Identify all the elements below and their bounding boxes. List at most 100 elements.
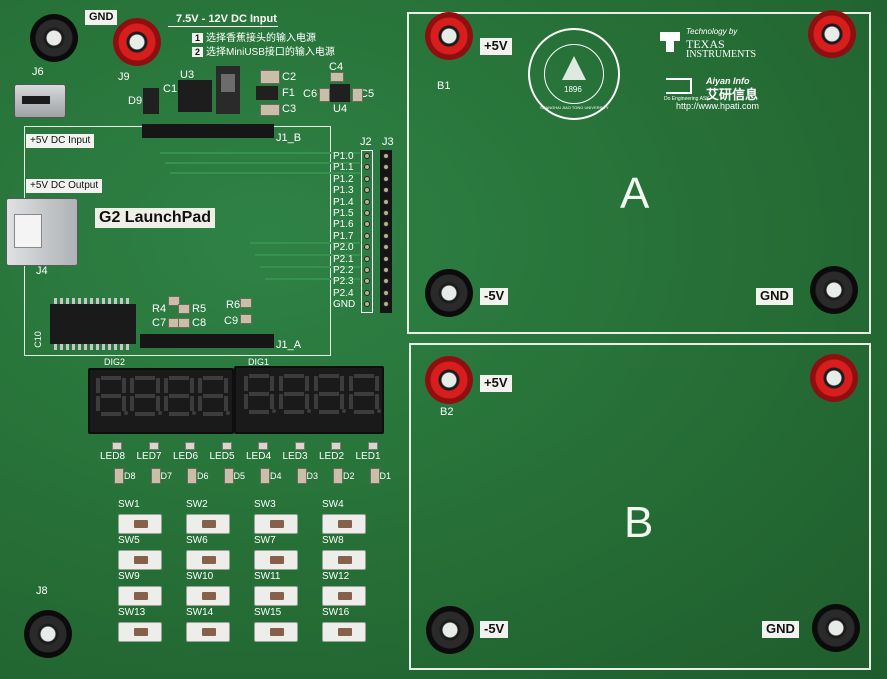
zone-a-plus5-post[interactable] xyxy=(425,12,473,60)
push-button-sw10[interactable] xyxy=(186,586,230,606)
j2-pin-13[interactable] xyxy=(364,301,370,308)
j1a-header[interactable] xyxy=(140,334,274,348)
segment xyxy=(101,412,121,416)
push-button-sw13[interactable] xyxy=(118,622,162,642)
push-button-sw16[interactable] xyxy=(322,622,366,642)
push-button-sw9[interactable] xyxy=(118,586,162,606)
j3-header[interactable] xyxy=(380,150,392,313)
segment xyxy=(319,410,339,414)
gnd-top-post[interactable] xyxy=(30,14,78,62)
zone-b-plus5-post[interactable] xyxy=(425,356,473,404)
j3-pin-2[interactable] xyxy=(383,175,389,182)
j2-pin-9[interactable] xyxy=(364,255,370,262)
u3-regulator xyxy=(178,80,212,112)
j2-pin-0[interactable] xyxy=(364,153,370,159)
push-button-sw8[interactable] xyxy=(322,550,366,570)
segment xyxy=(203,376,223,380)
switch-label-7: SW7 xyxy=(254,535,276,546)
segment xyxy=(96,378,100,393)
zone-b-minus5-post[interactable] xyxy=(426,606,474,654)
j2-pin-8[interactable] xyxy=(364,244,370,251)
zone-b-plus5-label: +5V xyxy=(480,375,512,392)
push-button-sw4[interactable] xyxy=(322,514,366,534)
c10-label: C10 xyxy=(32,331,43,348)
trace-6 xyxy=(260,266,360,268)
j2-header[interactable] xyxy=(361,150,373,313)
j2-pin-4[interactable] xyxy=(364,198,370,205)
pin-label-9: P2.1 xyxy=(333,253,354,265)
j8-post[interactable] xyxy=(24,610,72,658)
push-button-sw7[interactable] xyxy=(254,550,298,570)
push-button-sw1[interactable] xyxy=(118,514,162,534)
push-button-knob xyxy=(134,556,148,564)
j2-pin-2[interactable] xyxy=(364,175,370,182)
decimal-point xyxy=(192,411,196,415)
j3-pin-7[interactable] xyxy=(383,232,389,239)
segment xyxy=(340,394,344,409)
decimal-point xyxy=(124,411,128,415)
j3-pin-3[interactable] xyxy=(383,187,389,194)
sjtu-logo-inner-ring xyxy=(544,44,604,104)
switch-label-1: SW1 xyxy=(118,499,140,510)
dc-input-post[interactable] xyxy=(113,18,161,66)
push-button-sw11[interactable] xyxy=(254,586,298,606)
j3-pin-4[interactable] xyxy=(383,198,389,205)
zone-a-gnd-post[interactable] xyxy=(810,266,858,314)
push-button-sw3[interactable] xyxy=(254,514,298,534)
j2-pin-3[interactable] xyxy=(364,187,370,194)
j3-pin-13[interactable] xyxy=(383,301,389,308)
j3-pin-6[interactable] xyxy=(383,221,389,228)
j1b-header[interactable] xyxy=(142,124,274,138)
j2-pin-1[interactable] xyxy=(364,164,370,171)
push-button-sw5[interactable] xyxy=(118,550,162,570)
zone-b-gnd-post[interactable] xyxy=(812,604,860,652)
j3-pin-5[interactable] xyxy=(383,210,389,216)
j3-pin-0[interactable] xyxy=(383,153,389,159)
segment xyxy=(319,392,339,396)
j3-pin-11[interactable] xyxy=(383,278,389,285)
j2-pin-5[interactable] xyxy=(364,210,370,216)
j3-pin-9[interactable] xyxy=(383,255,389,262)
segment xyxy=(169,412,189,416)
push-button-knob xyxy=(270,520,284,528)
push-button-sw12[interactable] xyxy=(322,586,366,606)
j3-pin-8[interactable] xyxy=(383,244,389,251)
j2-pin-10[interactable] xyxy=(364,267,370,273)
r4-label: R4 xyxy=(152,303,167,315)
led-label-6: LED6 xyxy=(173,451,199,462)
segment xyxy=(198,378,202,393)
led-1 xyxy=(367,442,378,450)
segment xyxy=(270,394,274,409)
zone-b-red-right-post[interactable] xyxy=(810,354,858,402)
j2-pin-6[interactable] xyxy=(364,221,370,228)
pin-label-13: GND xyxy=(333,299,356,311)
segment xyxy=(164,378,168,393)
segment xyxy=(203,412,223,416)
u4-label: U4 xyxy=(333,103,348,115)
switch-label-6: SW6 xyxy=(186,535,208,546)
decimal-point xyxy=(377,409,381,413)
zone-a-minus5-label: -5V xyxy=(480,288,509,305)
seven-seg-digit-1 xyxy=(130,376,162,416)
segment xyxy=(224,378,228,393)
diode-6 xyxy=(187,468,197,484)
zone-a-minus5-post[interactable] xyxy=(425,269,473,317)
switch-label-8: SW8 xyxy=(322,535,344,546)
push-button-sw2[interactable] xyxy=(186,514,230,534)
led-label-4: LED4 xyxy=(246,451,272,462)
j2-pin-11[interactable] xyxy=(364,278,370,285)
switch-label-11: SW11 xyxy=(254,571,281,582)
j3-pin-1[interactable] xyxy=(383,164,389,171)
zone-a-red-right-post[interactable] xyxy=(808,10,856,58)
j3-pin-12[interactable] xyxy=(383,289,389,296)
c5-part xyxy=(352,88,363,102)
j2-pin-7[interactable] xyxy=(364,232,370,239)
segment xyxy=(375,394,379,409)
push-button-sw14[interactable] xyxy=(186,622,230,642)
zone-a-b1-label: B1 xyxy=(437,80,451,92)
aiyan-cn: 艾研信息 xyxy=(706,87,759,102)
push-button-sw15[interactable] xyxy=(254,622,298,642)
push-button-sw6[interactable] xyxy=(186,550,230,570)
j3-pin-10[interactable] xyxy=(383,267,389,273)
j2-pin-12[interactable] xyxy=(364,289,370,296)
